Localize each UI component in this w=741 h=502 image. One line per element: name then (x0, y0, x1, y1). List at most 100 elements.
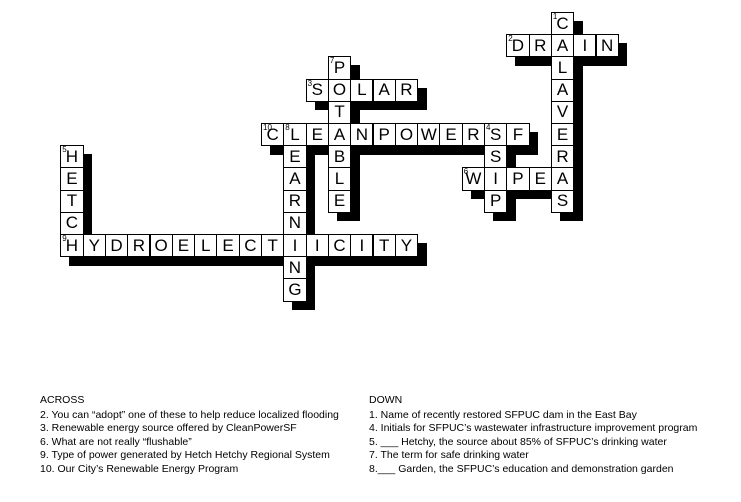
cell-letter: B (333, 146, 346, 166)
grid-cell: E (60, 167, 84, 191)
clue-number: 1 (552, 12, 558, 21)
cell-letter: E (66, 168, 78, 188)
cell-letter: P (489, 191, 502, 211)
cell-letter: D (110, 235, 123, 255)
grid-cell: N (595, 34, 619, 58)
down-heading: DOWN (369, 394, 403, 406)
grid-cell: C (60, 211, 84, 235)
cell-letter: R (534, 35, 547, 55)
grid-cell: E (283, 145, 307, 169)
grid-cell: Y (82, 234, 106, 258)
cell-letter: I (314, 235, 320, 255)
cell-letter: N (288, 213, 302, 233)
grid-cell: L (550, 56, 575, 80)
cell-letter: R (467, 124, 480, 144)
grid-cell: O (394, 123, 419, 147)
cell-letter: V (556, 102, 569, 122)
grid-cell: P (506, 167, 530, 191)
grid-cell: E (216, 234, 240, 258)
clue-number: 5 (62, 145, 67, 155)
grid-cell: C (238, 234, 262, 258)
down-clue-8: 8.___ Garden, the SFPUC’s education and … (369, 462, 674, 475)
cell-letter: L (201, 235, 211, 255)
cell-letter: E (177, 235, 190, 255)
cell-letter: P (378, 124, 390, 144)
cell-letter: C (266, 124, 279, 144)
grid-cell: D (104, 234, 129, 258)
cell-letter: C (65, 213, 79, 233)
grid-cell: T (60, 189, 84, 213)
cell-letter: A (333, 124, 346, 144)
cell-letter: S (556, 191, 569, 211)
cell-letter: S (311, 80, 323, 100)
cell-letter: Y (400, 235, 413, 255)
grid-cell: L (350, 78, 374, 102)
across-clue-2: 2. You can “adopt” one of these to help … (40, 408, 339, 421)
cell-letter: T (66, 191, 78, 211)
grid-cell: R (127, 234, 151, 258)
grid-cell: L (194, 234, 218, 258)
grid-cell: A (550, 34, 575, 58)
cell-letter: E (311, 124, 323, 144)
cell-letter: I (359, 235, 365, 255)
grid-cell: I (283, 234, 307, 258)
grid-cell: S (484, 145, 508, 169)
grid-cell: O (327, 78, 352, 102)
grid-cell: I (573, 34, 597, 58)
grid-cell: T (261, 234, 285, 258)
down-clue-7: 7. The term for safe drinking water (369, 449, 529, 462)
across-clue-3: 3. Renewable energy source offered by Cl… (40, 422, 297, 435)
grid-cell: P (484, 189, 508, 213)
cell-letter: E (333, 191, 346, 211)
cell-letter: O (332, 80, 347, 100)
clue-number: 7 (329, 56, 335, 66)
cell-letter: O (154, 235, 168, 255)
grid-cell: G (283, 278, 307, 302)
grid-cell: V (550, 100, 575, 124)
grid-cell: S (550, 189, 575, 213)
grid-cell: E (550, 123, 575, 147)
grid-cell: R (528, 34, 552, 58)
grid-cell: R (283, 189, 307, 213)
cell-letter: I (292, 235, 298, 255)
cell-letter: A (556, 168, 569, 188)
grid-cell: W (417, 123, 441, 147)
grid-cell: N (283, 256, 307, 280)
across-clue-6: 6. What are not really “flushable” (40, 435, 192, 448)
cell-letter: D (511, 35, 525, 55)
cell-letter: E (445, 124, 457, 144)
clue-number: 6 (463, 167, 469, 177)
clue-number: 10 (263, 123, 272, 132)
cell-letter: E (556, 124, 569, 144)
grid-cell: R (394, 78, 419, 102)
grid-cell: I (484, 167, 508, 191)
grid-cell: A (327, 123, 352, 147)
cell-letter: A (556, 35, 569, 55)
down-clue-5: 5. ___ Hetchy, the source about 85% of S… (369, 435, 667, 448)
grid-cell: E (305, 123, 329, 147)
cell-letter: H (65, 235, 79, 255)
grid-cell: F (506, 123, 530, 147)
cell-letter: A (556, 80, 569, 100)
clue-number: 2 (508, 34, 513, 44)
down-clue-4: 4. Initials for SFPUC’s wastewater infra… (369, 422, 698, 435)
grid-cell: L (327, 167, 352, 191)
across-clue-10: 10. Our City’s Renewable Energy Program (40, 462, 239, 475)
cell-letter: G (288, 279, 302, 299)
cell-letter: C (556, 13, 569, 33)
grid-cell: Y (394, 234, 419, 258)
clue-number: 8 (285, 123, 290, 132)
cell-letter: F (512, 124, 524, 144)
cell-letter: A (289, 168, 301, 188)
grid-cell: I (350, 234, 374, 258)
grid-cell: N (350, 123, 374, 147)
cell-letter: E (534, 168, 546, 188)
